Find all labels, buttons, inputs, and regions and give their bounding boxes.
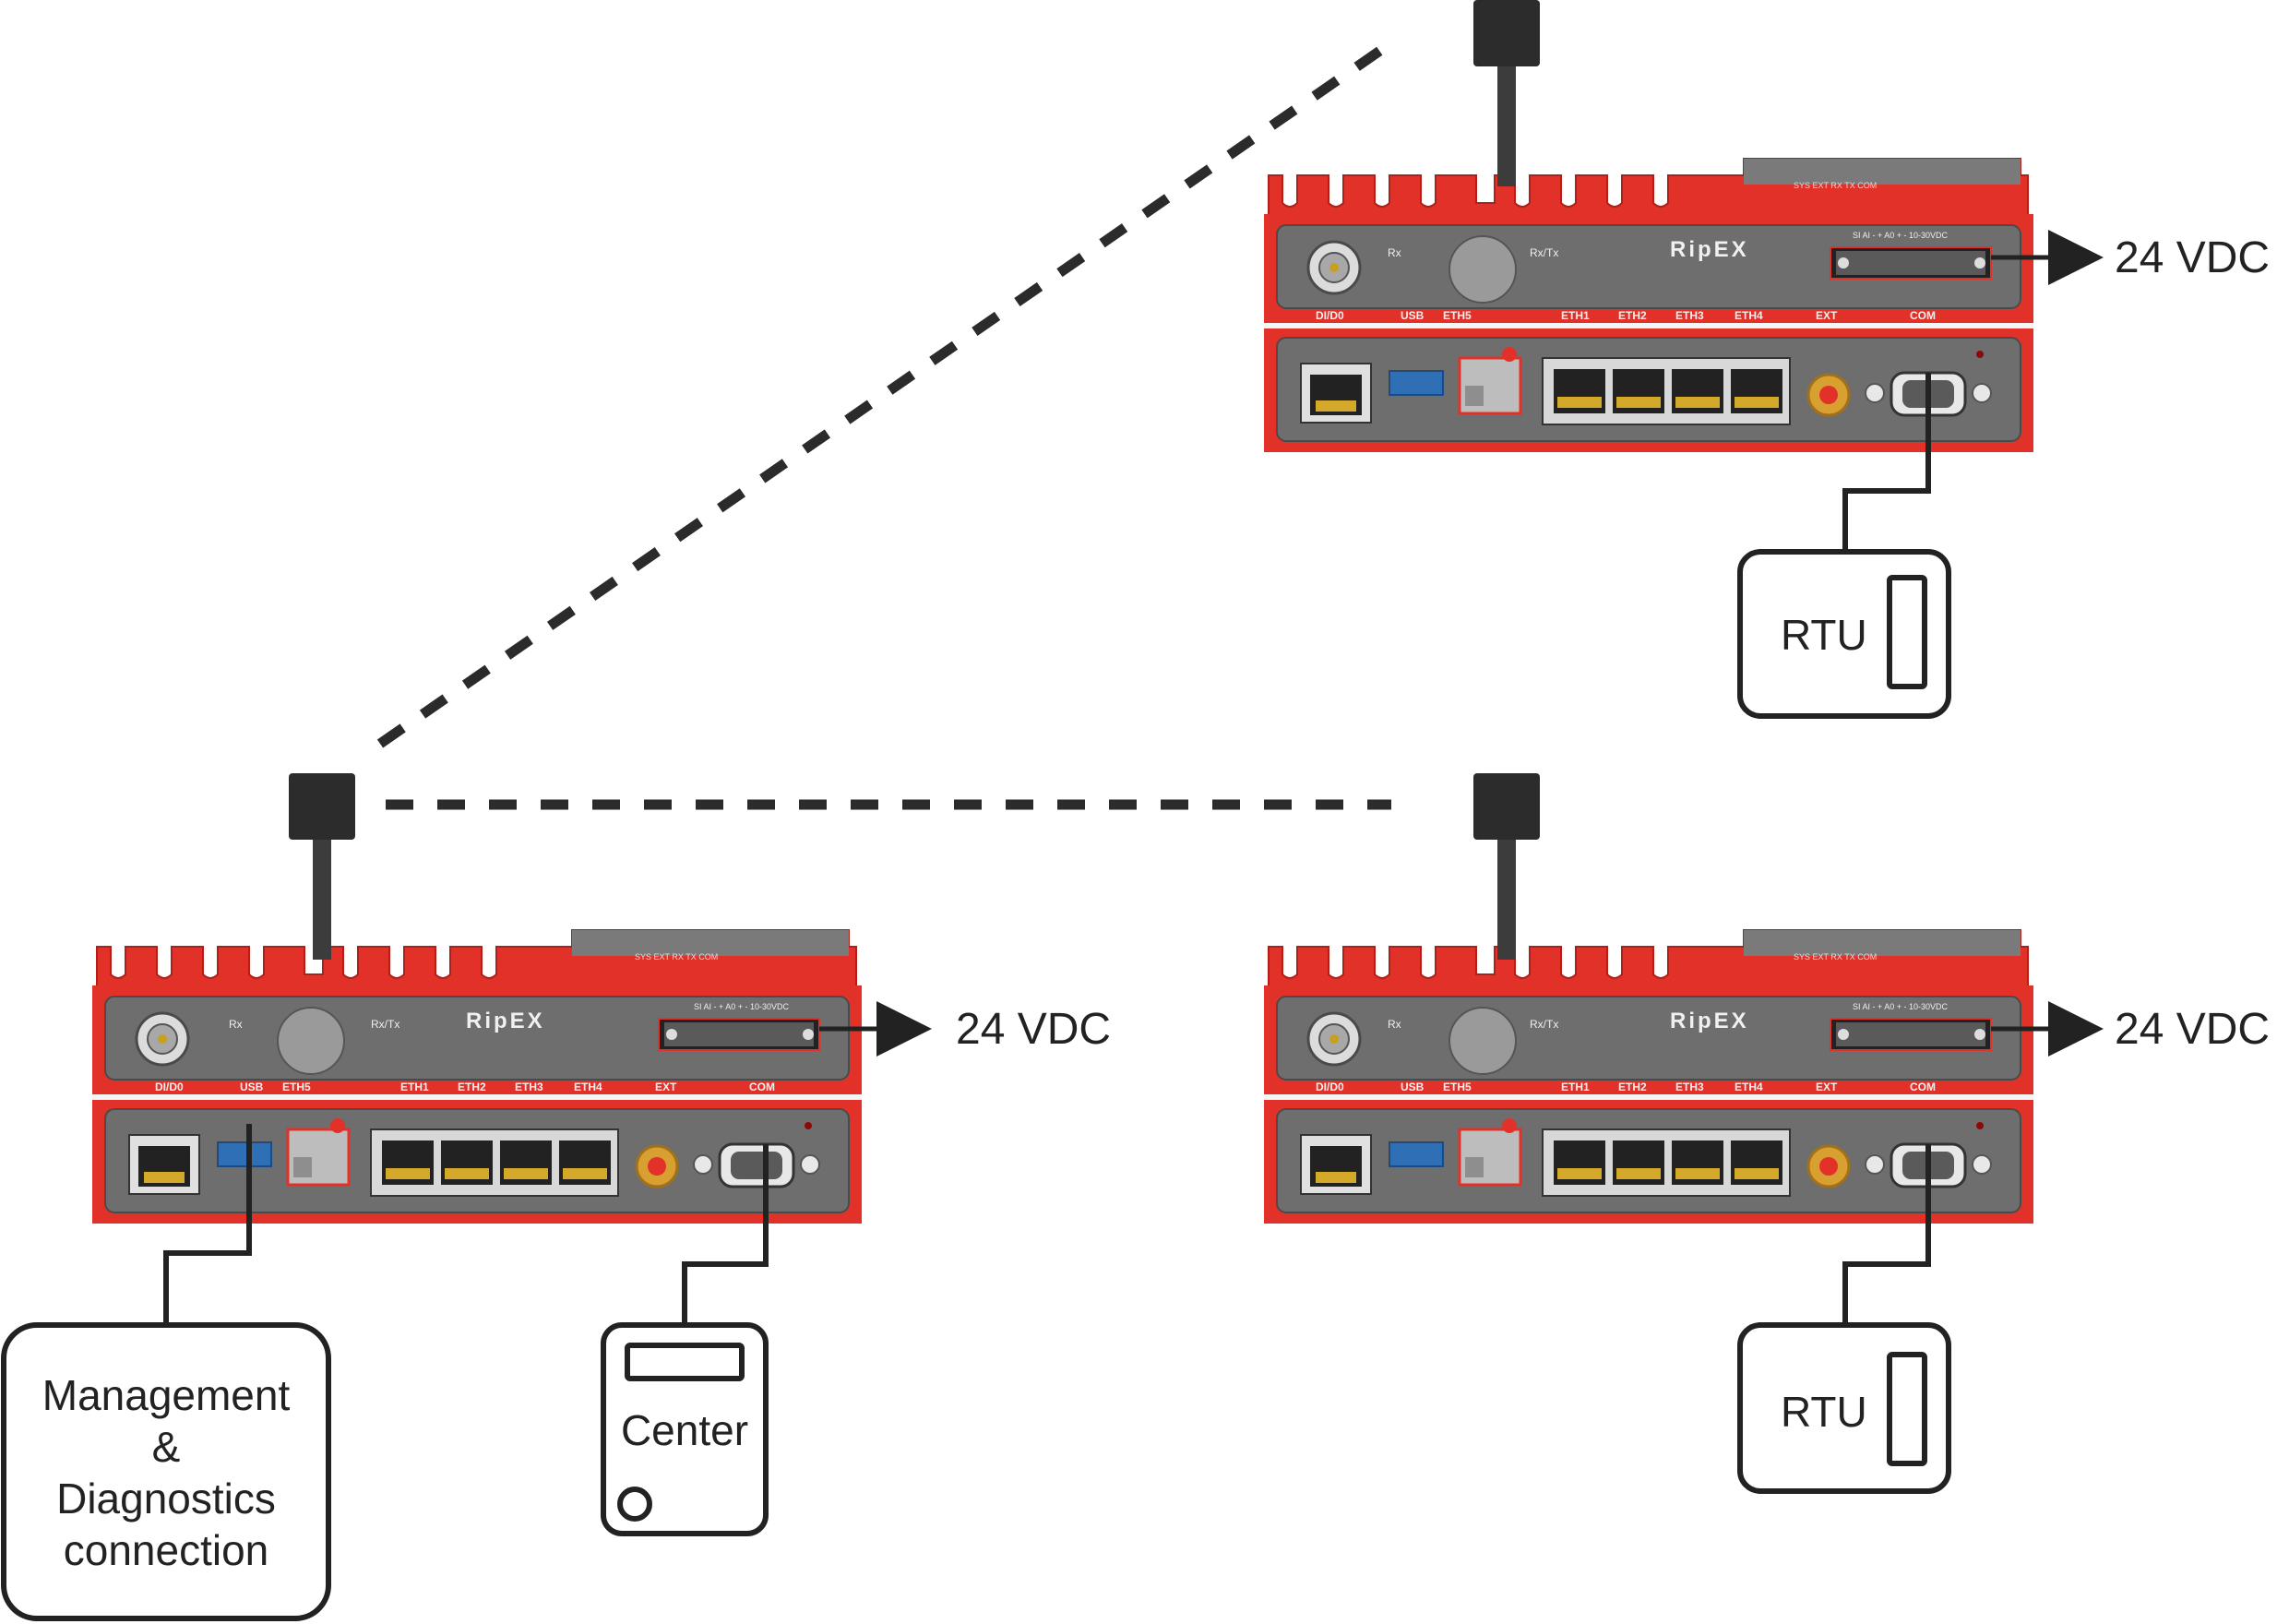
ripex-device-master: RipEX Rx Rx/Tx SI AI - + A0 + - 10-30VDC…	[90, 773, 864, 1225]
usb-label: USB	[1401, 1081, 1425, 1093]
ext-label: EXT	[1816, 309, 1838, 322]
eth2-label: ETH2	[1618, 1081, 1647, 1093]
com-label: COM	[749, 1081, 775, 1093]
led-label: SYS EXT RX TX COM	[1794, 181, 1877, 190]
cable-usb-management	[163, 1124, 252, 1325]
terminal-label: SI AI - + A0 + - 10-30VDC	[694, 1002, 790, 1011]
management-line-2: &	[152, 1423, 181, 1471]
eth5-label: ETH5	[1443, 1081, 1472, 1093]
rtu-top: RTU	[1737, 549, 1951, 719]
com-label: COM	[1910, 1081, 1936, 1093]
rx-label: Rx	[229, 1018, 243, 1031]
brand-label: RipEX	[1670, 237, 1749, 262]
antenna-icon	[289, 773, 355, 960]
antenna-icon	[1473, 773, 1540, 960]
eth3-label: ETH3	[515, 1081, 543, 1093]
rxtx-label: Rx/Tx	[1530, 1018, 1558, 1031]
terminal-label: SI AI - + A0 + - 10-30VDC	[1853, 1002, 1949, 1011]
rtu-label: RTU	[1781, 1388, 1867, 1436]
ext-label: EXT	[1816, 1081, 1838, 1093]
eth5-label: ETH5	[1443, 309, 1472, 322]
power-label: 24 VDC	[2115, 233, 2270, 282]
eth2-label: ETH2	[1618, 309, 1647, 322]
rx-label: Rx	[1388, 246, 1401, 259]
ripex-device-top: RipEX Rx Rx/Tx SI AI - + A0 + - 10-30VDC…	[1262, 0, 2035, 454]
power-feed-top: 24 VDC	[1991, 230, 2270, 285]
cable-com-rtu-top	[1842, 373, 1931, 552]
center-label: Center	[621, 1406, 748, 1454]
antenna-icon	[1473, 0, 1540, 186]
cable-com-rtu-bottom	[1842, 1144, 1931, 1325]
eth5-label: ETH5	[282, 1081, 311, 1093]
management-line-1: Management	[42, 1371, 291, 1419]
eth2-label: ETH2	[458, 1081, 486, 1093]
eth1-label: ETH1	[400, 1081, 429, 1093]
led-label: SYS EXT RX TX COM	[635, 952, 718, 961]
rxtx-label: Rx/Tx	[371, 1018, 399, 1031]
dido-label: DI/D0	[1316, 309, 1344, 322]
ripex-device-bottom: RipEX Rx Rx/Tx SI AI - + A0 + - 10-30VDC…	[1262, 773, 2035, 1225]
eth1-label: ETH1	[1561, 1081, 1590, 1093]
cable-com-center	[682, 1144, 769, 1325]
led-label: SYS EXT RX TX COM	[1794, 952, 1877, 961]
power-feed-bottom: 24 VDC	[1991, 1001, 2270, 1057]
eth4-label: ETH4	[574, 1081, 602, 1093]
rtu-label: RTU	[1781, 611, 1867, 659]
com-label: COM	[1910, 309, 1936, 322]
rtu-bottom: RTU	[1737, 1322, 1951, 1494]
ext-label: EXT	[655, 1081, 677, 1093]
usb-label: USB	[1401, 309, 1425, 322]
power-label: 24 VDC	[2115, 1005, 2270, 1054]
terminal-label: SI AI - + A0 + - 10-30VDC	[1853, 231, 1949, 240]
brand-label: RipEX	[1670, 1009, 1749, 1033]
eth4-label: ETH4	[1735, 309, 1763, 322]
center-server: Center	[601, 1322, 769, 1536]
dido-label: DI/D0	[155, 1081, 184, 1093]
power-label: 24 VDC	[956, 1005, 1111, 1054]
dido-label: DI/D0	[1316, 1081, 1344, 1093]
rxtx-label: Rx/Tx	[1530, 246, 1558, 259]
rx-label: Rx	[1388, 1018, 1401, 1031]
eth4-label: ETH4	[1735, 1081, 1763, 1093]
brand-label: RipEX	[466, 1009, 545, 1033]
usb-label: USB	[240, 1081, 264, 1093]
radio-link-diagonal	[376, 43, 1388, 748]
eth3-label: ETH3	[1675, 1081, 1704, 1093]
management-line-4: connection	[64, 1526, 269, 1574]
management-station: Management & Diagnostics connection	[1, 1322, 331, 1621]
eth1-label: ETH1	[1561, 309, 1590, 322]
management-line-3: Diagnostics	[56, 1475, 276, 1522]
power-feed-master: 24 VDC	[819, 1001, 1111, 1057]
eth3-label: ETH3	[1675, 309, 1704, 322]
